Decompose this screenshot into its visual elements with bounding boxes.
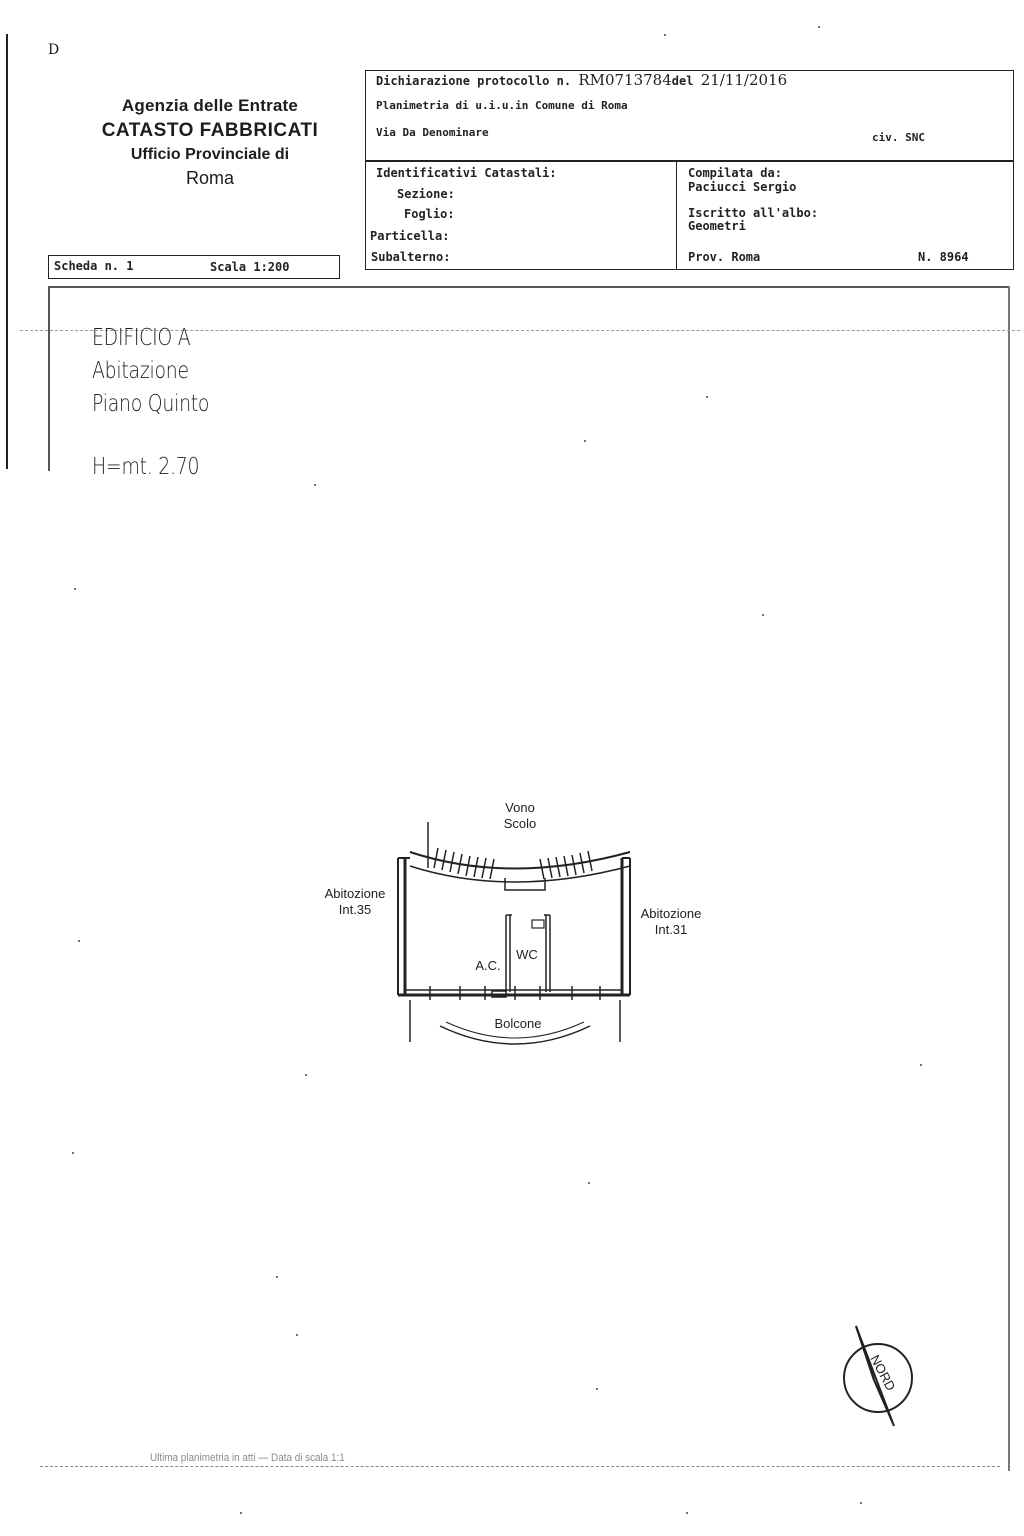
albo-number: N. 8964: [918, 250, 969, 264]
albo-value: Geometri: [688, 219, 746, 233]
protocollo-number: RM0713784: [578, 71, 672, 89]
drawing-frame-bottom: [40, 1466, 1000, 1468]
identificativi-title: Identificativi Catastali:: [376, 166, 557, 180]
civico-label: civ. SNC: [872, 131, 925, 144]
agency-office: Ufficio Provinciale di: [130, 146, 290, 163]
iscritto-label: Iscritto all'albo:: [688, 206, 819, 220]
corner-mark: D: [48, 42, 60, 58]
scan-line: [20, 330, 1020, 332]
drawing-frame-right: [1008, 286, 1010, 1471]
abit-right-line2: Int.31: [654, 922, 688, 937]
planimetria-line: Planimetria di u.i.u.in Comune di Roma: [376, 99, 628, 112]
compilata-title: Compilata da:: [688, 166, 782, 180]
floor-plan: [397, 822, 631, 1045]
agency-department: CATASTO FABBRICATI: [101, 120, 319, 141]
balcony-curve: [439, 1025, 591, 1045]
edificio-label: EDIFICIO A: [92, 325, 191, 351]
abitazione-right-label: Abitozione Int.31: [626, 906, 716, 938]
window-marks: [429, 986, 601, 1000]
wc-partition-right: [545, 915, 551, 992]
piano-label: Piano Quinto: [92, 391, 210, 417]
sezione-label: Sezione:: [397, 187, 455, 201]
abitazione-left-label: Abitozione Int.35: [310, 886, 400, 918]
subalterno-label: Subalterno:: [371, 250, 451, 264]
destinazione-label: Abitazione: [92, 358, 189, 384]
drawing-frame-left: [48, 286, 50, 471]
via-line: Via Da Denominare: [376, 126, 489, 139]
vano-line1: Vono: [505, 800, 535, 815]
del-label: del: [671, 74, 694, 88]
foglio-label: Foglio:: [404, 207, 455, 221]
left-wall-outer: [397, 857, 410, 995]
header-declaration-box: [365, 70, 1014, 162]
balcony-curve-inner: [445, 1021, 585, 1039]
footer-text: Ultima planimetria in atti — Data di sca…: [150, 1452, 345, 1464]
balcone-label: Bolcone: [494, 1016, 542, 1031]
scheda-label: Scheda n. 1: [54, 259, 134, 273]
protocollo-date: 21/11/2016: [700, 71, 788, 89]
stair-treads: [433, 847, 593, 880]
wc-partition-left: [505, 915, 511, 992]
right-wall-outer: [622, 857, 631, 995]
compilatore-name: Paciucci Sergio: [688, 180, 797, 194]
entrance-recess: [504, 878, 546, 891]
north-arrow-icon: NORD: [843, 1325, 913, 1427]
agency-block: Agenzia delle Entrate CATASTO FABBRICATI…: [80, 96, 340, 189]
agency-city: Roma: [185, 168, 234, 188]
provincia-label: Prov. Roma: [688, 250, 761, 264]
binding-edge: [6, 34, 8, 469]
ac-label: A.C.: [475, 958, 501, 973]
wc-label: WC: [516, 947, 538, 962]
dichiarazione-line: Dichiarazione protocollo n. RM0713784del…: [376, 71, 787, 89]
drawing-frame-top: [48, 286, 1010, 288]
abit-left-line2: Int.35: [338, 902, 372, 917]
compilata-box: [676, 160, 1014, 270]
agency-name: Agenzia delle Entrate: [121, 96, 299, 115]
scala-label: Scala 1:200: [210, 260, 290, 274]
scheda-box: [48, 255, 340, 279]
wc-fixture: [531, 919, 545, 929]
abit-right-line1: Abitozione: [640, 906, 702, 921]
dichiarazione-prefix: Dichiarazione protocollo n.: [376, 74, 572, 88]
vano-line2: Scolo: [503, 816, 537, 831]
edificio-title-block: EDIFICIO A Abitazione Piano Quinto H=mt.…: [92, 322, 235, 484]
vano-scala-label: Vono Scolo: [490, 800, 550, 832]
altezza-label: H=mt. 2.70: [92, 454, 200, 480]
stair-arc-inner: [409, 865, 631, 883]
particella-label: Particella:: [370, 229, 450, 243]
abit-left-line1: Abitozione: [324, 886, 386, 901]
